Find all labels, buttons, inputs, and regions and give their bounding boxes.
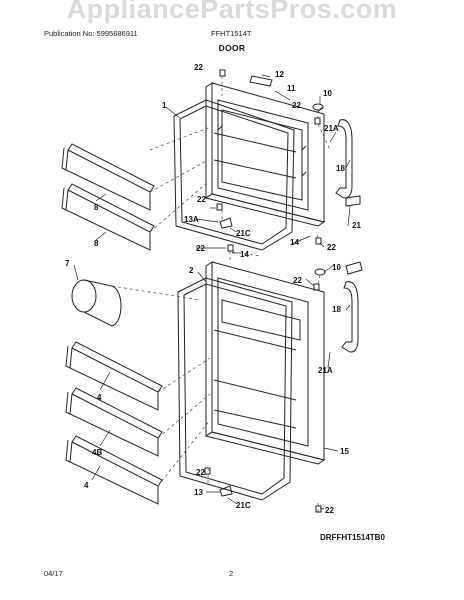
callout-22: 22 — [327, 243, 336, 252]
callout-7: 7 — [65, 259, 70, 268]
small-hardware — [204, 69, 363, 513]
watermark: AppliancePartsPros.com — [66, 0, 398, 24]
lower-door-panel — [204, 261, 326, 465]
callout-4: 4 — [97, 393, 102, 402]
callout-14: 14 — [240, 250, 249, 259]
page-title: DOOR — [218, 43, 246, 53]
callout-4B: 4B — [92, 448, 102, 457]
callout-21C: 21C — [236, 501, 251, 510]
nameplate — [249, 75, 273, 87]
lower-door-shelf-b — [65, 387, 163, 457]
callout-22: 22 — [196, 468, 205, 477]
upper-door-shelf-b — [61, 183, 155, 251]
callout-4: 4 — [84, 481, 89, 490]
callout-21A: 21A — [324, 124, 339, 133]
footer-page-number: 2 — [229, 569, 234, 578]
assembly-lines — [111, 76, 331, 512]
callout-22: 22 — [197, 195, 206, 204]
callout-10: 10 — [323, 89, 332, 98]
dairy-compartment — [71, 279, 122, 327]
lower-door-gasket — [177, 277, 293, 501]
callout-18: 18 — [336, 164, 345, 173]
leader-lines — [73, 74, 351, 510]
callout-21A: 21A — [318, 366, 333, 375]
lower-door-shelf-c — [65, 435, 163, 505]
callout-22: 22 — [196, 244, 205, 253]
callout-15: 15 — [340, 447, 349, 456]
diagram-id: DRFFHT1514TB0 — [320, 533, 385, 542]
callout-8: 8 — [94, 239, 99, 248]
callout-2: 2 — [189, 266, 194, 275]
callout-22: 22 — [292, 101, 301, 110]
model-number: FFHT1514T — [211, 29, 252, 38]
callout-10: 10 — [332, 263, 341, 272]
callout-13A: 13A — [184, 215, 199, 224]
callout-22: 22 — [293, 276, 302, 285]
publication-number: Publication No: 5995686911 — [44, 29, 138, 38]
callout-21C: 21C — [236, 229, 251, 238]
callout-11: 11 — [287, 84, 296, 93]
callout-1: 1 — [162, 101, 167, 110]
callout-18: 18 — [332, 305, 341, 314]
callout-22: 22 — [194, 63, 203, 72]
lower-door-shelf-a — [65, 341, 163, 411]
upper-door-gasket — [173, 99, 295, 251]
lower-handle — [341, 281, 359, 353]
upper-door-shelf-a — [61, 143, 155, 211]
callout-22: 22 — [325, 506, 334, 515]
upper-door-panel — [204, 82, 326, 227]
callout-14: 14 — [290, 238, 299, 247]
callout-21: 21 — [352, 221, 361, 230]
callout-13: 13 — [194, 488, 203, 497]
callout-12: 12 — [275, 70, 284, 79]
callout-8: 8 — [94, 203, 99, 212]
footer-date: 04/17 — [44, 569, 63, 578]
